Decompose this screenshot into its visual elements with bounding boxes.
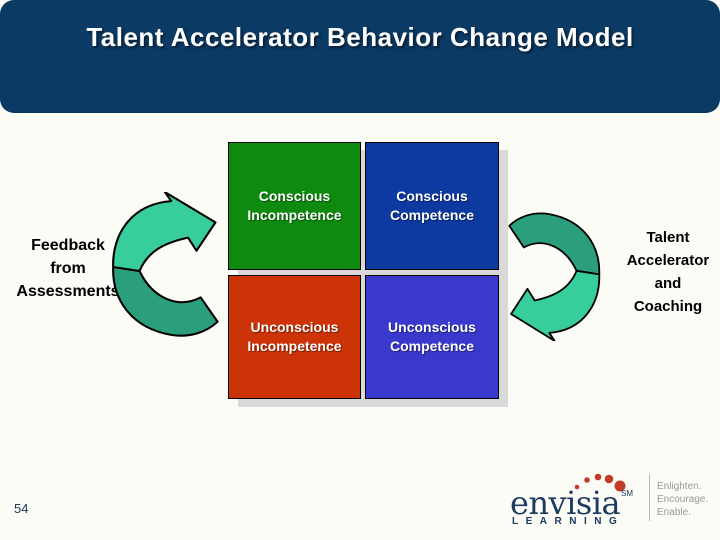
label-line: and	[654, 275, 682, 292]
slide-header: Talent Accelerator Behavior Change Model	[0, 0, 720, 113]
tagline-line: Enlighten.	[657, 481, 702, 492]
quadrant-unconscious-incompetence: Unconscious Incompetence	[228, 275, 361, 399]
talent-accelerator-coaching-label: Talent Accelerator and Coaching	[616, 226, 720, 318]
logo-trademark: SM	[621, 489, 634, 498]
label-line: from	[50, 260, 86, 277]
logo-brand-text: envisia	[510, 484, 621, 522]
logo-brand-row: envisiaSM	[510, 487, 634, 519]
tagline-line: Encourage.	[657, 494, 709, 505]
quadrant-label-line: Conscious	[258, 188, 331, 204]
logo-divider	[649, 474, 650, 521]
slide-title: Talent Accelerator Behavior Change Model	[86, 22, 634, 52]
quadrant-label-line: Incompetence	[247, 338, 342, 354]
label-line: Feedback	[31, 237, 105, 254]
tagline-line: Enable.	[657, 507, 691, 518]
quadrant-unconscious-competence: Unconscious Competence	[365, 275, 499, 399]
feedback-from-assessments-label: Feedback from Assessments	[4, 234, 132, 303]
envisia-logo: envisiaSM LEARNING Enlighten. Encourage.…	[508, 466, 720, 530]
quadrant-label-line: Incompetence	[247, 207, 342, 223]
page-number: 54	[14, 501, 29, 516]
label-line: Coaching	[633, 298, 703, 315]
quadrant-label-line: Conscious	[396, 188, 468, 204]
cycle-arrow-dark-band	[508, 212, 601, 276]
cycle-arrow-left-icon	[112, 192, 219, 337]
quadrant-conscious-incompetence: Conscious Incompetence	[228, 142, 361, 270]
cycle-arrow-light-band	[112, 192, 217, 273]
quadrant-conscious-competence: Conscious Competence	[365, 142, 499, 270]
label-line: Assessments	[16, 283, 120, 300]
label-line: Accelerator	[626, 252, 710, 269]
quadrant-label-line: Competence	[389, 338, 475, 354]
quadrant-label-line: Competence	[389, 207, 475, 223]
cycle-arrow-dark-band	[112, 265, 219, 337]
logo-tagline: Enlighten. Encourage. Enable.	[657, 480, 708, 519]
quadrant-label-line: Unconscious	[388, 319, 476, 335]
logo-dot-arc-icon	[574, 473, 626, 492]
logo-subbrand-text: LEARNING	[512, 516, 625, 527]
label-line: Talent	[646, 229, 690, 246]
cycle-arrow-right-icon	[508, 212, 601, 341]
quadrant-label-line: Unconscious	[250, 319, 339, 335]
cycle-arrow-light-band	[510, 269, 601, 341]
